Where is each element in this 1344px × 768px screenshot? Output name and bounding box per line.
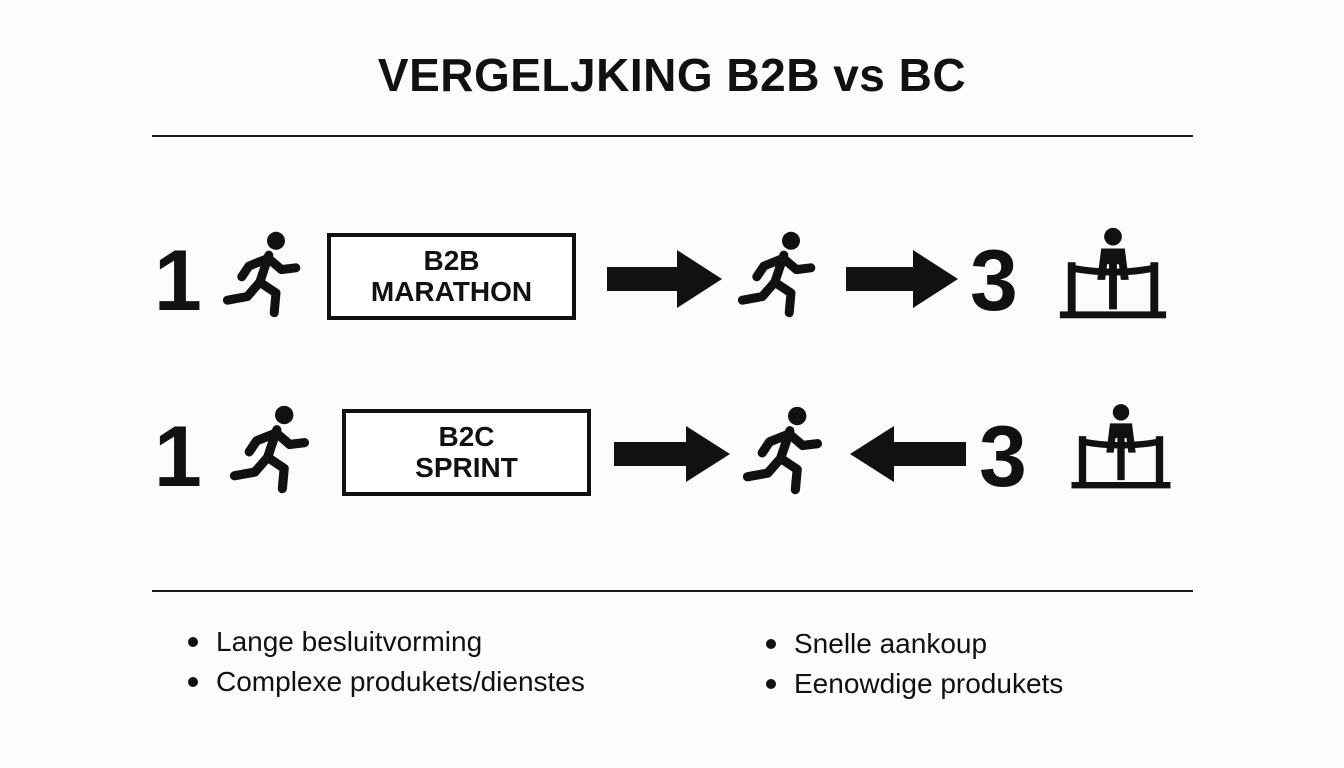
list-item: Complexe produkets/dienstes xyxy=(188,662,585,702)
top-divider xyxy=(152,135,1193,137)
finish-line-icon xyxy=(1066,398,1176,500)
diagram-title: VERGELJKING B2B vs BC xyxy=(377,49,967,101)
bullet-list-left: Lange besluitvorming Complexe produkets/… xyxy=(188,622,585,702)
list-item: Eenowdige produkets xyxy=(766,664,1063,704)
arrow-right-icon xyxy=(607,250,722,308)
list-item: Lange besluitvorming xyxy=(188,622,585,662)
runner-icon xyxy=(736,405,840,497)
b2c-sprint-box: B2C SPRINT xyxy=(342,409,591,496)
list-item-text: Complexe produkets/dienstes xyxy=(216,666,585,697)
finish-line-icon xyxy=(1054,226,1172,326)
bottom-divider xyxy=(152,590,1193,592)
list-item: Snelle aankoup xyxy=(766,624,1063,664)
runner-icon xyxy=(225,404,325,496)
list-item-text: Eenowdige produkets xyxy=(794,668,1064,699)
arrow-right-icon xyxy=(614,426,730,482)
row1-end-number: 3 xyxy=(970,233,1018,329)
b2b-box-line2: MARATHON xyxy=(370,275,533,307)
arrow-left-icon xyxy=(850,426,966,482)
row2-start-number: 1 xyxy=(154,409,202,505)
list-item-text: Lange besluitvorming xyxy=(216,626,483,657)
row2-end-number: 3 xyxy=(979,409,1027,505)
row1-start-number: 1 xyxy=(154,233,202,329)
list-item-text: Snelle aankoup xyxy=(794,628,988,659)
b2c-box-line2: SPRINT xyxy=(415,451,518,483)
b2b-box-line1: B2B xyxy=(423,245,480,277)
bullet-icon xyxy=(766,679,776,689)
arrow-right-icon xyxy=(846,250,958,308)
bullet-icon xyxy=(188,637,198,647)
bullet-list-right: Snelle aankoup Eenowdige produkets xyxy=(766,624,1063,704)
runner-icon xyxy=(732,230,832,320)
b2b-marathon-box: B2B MARATHON xyxy=(327,233,576,320)
bullet-icon xyxy=(188,677,198,687)
runner-icon xyxy=(222,230,312,320)
b2c-box-line1: B2C xyxy=(438,421,495,453)
bullet-icon xyxy=(766,639,776,649)
